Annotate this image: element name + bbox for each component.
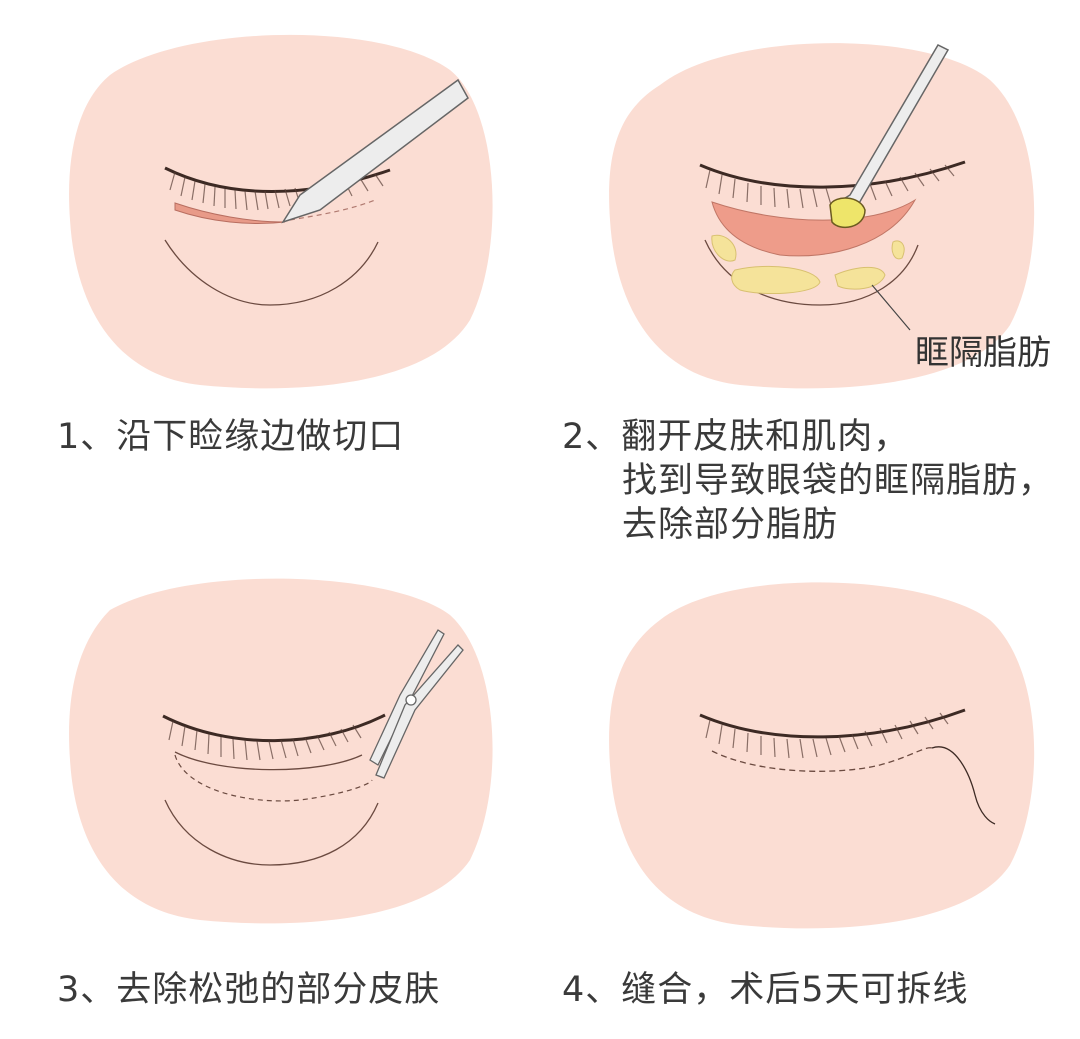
skin-blob (69, 578, 493, 924)
step-2-panel: 眶隔脂肪 2、翻开皮肤和肌肉， 找到导致眼袋的眶隔脂肪， 去除部分脂肪 (540, 0, 1080, 560)
skin-blob (69, 34, 493, 389)
scissors-icon (369, 629, 464, 779)
cut-skin-edge (174, 751, 363, 771)
dashed-line (174, 754, 373, 802)
step-2-caption: 2、翻开皮肤和肌肉， 找到导致眼袋的眶隔脂肪， 去除部分脂肪 (562, 415, 1054, 547)
lower-lid-curve (704, 239, 919, 306)
step-2-illustration (609, 43, 1035, 389)
orbicularis-flap (711, 198, 917, 257)
suture-dashed-line (711, 747, 933, 772)
step-3-caption: 3、去除松弛的部分皮肤 (57, 968, 440, 1012)
fat-pad (731, 265, 821, 295)
caption-line: 缝合，术后5天可拆线 (621, 970, 969, 1010)
scalpel-icon (281, 78, 469, 224)
step-1-panel: 1、沿下睑缘边做切口 (0, 0, 540, 520)
orbital-fat-label: 眶隔脂肪 (915, 333, 1051, 373)
caption-line: 翻开皮肤和肌肉， (621, 417, 910, 457)
eyelash-icon (699, 160, 966, 209)
lower-lid-curve (164, 239, 379, 306)
skin-blob (609, 582, 1035, 929)
step-4-caption: 4、缝合，术后5天可拆线 (562, 968, 969, 1012)
step-number: 3、 (57, 970, 117, 1010)
caption-line: 去除松弛的部分皮肤 (116, 970, 441, 1010)
suture-thread (931, 746, 996, 825)
skin-blob (609, 43, 1035, 389)
fat-globule (829, 197, 866, 229)
step-number: 2、 (562, 417, 622, 457)
caption-line: 沿下睑缘边做切口 (116, 417, 405, 457)
step-4-panel: 4、缝合，术后5天可拆线 (540, 560, 1080, 1039)
step-1-caption: 1、沿下睑缘边做切口 (57, 415, 404, 459)
fat-pad (834, 266, 886, 290)
dashed-line (289, 199, 376, 221)
step-3-panel: 3、去除松弛的部分皮肤 (0, 560, 540, 1039)
step-1-illustration (69, 34, 493, 389)
callout-line (871, 284, 911, 331)
step-number: 1、 (57, 417, 117, 457)
step-3-illustration (69, 578, 493, 924)
fat-pad (891, 240, 905, 260)
fat-pad (711, 234, 737, 262)
step-number: 4、 (562, 970, 622, 1010)
lower-lid-curve (164, 799, 379, 866)
caption-line: 去除部分脂肪 (622, 505, 839, 545)
caption-line: 找到导致眼袋的眶隔脂肪， (622, 461, 1055, 501)
eyelash-icon (162, 713, 386, 761)
eyelash-icon (699, 708, 966, 759)
step-4-illustration (609, 582, 1035, 929)
